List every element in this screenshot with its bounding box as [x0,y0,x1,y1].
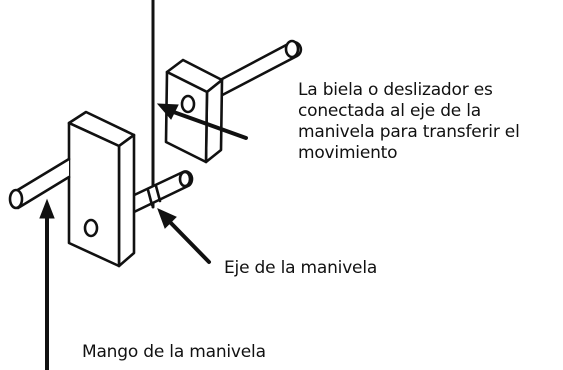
crank-axle-label: Eje de la manivela [224,258,378,278]
connecting-rod-label-line-4: movimiento [298,143,398,163]
arrow-to-connecting-rod [156,103,248,140]
crank-handle-label: Mango de la manivela [82,342,266,362]
arrow-to-crank-handle [39,198,55,370]
connecting-rod-label-line-1: La biela o deslizador es [298,80,493,100]
crank-axle [128,170,194,214]
rear-crank-plate [164,58,224,164]
crank-handle [8,157,71,210]
connecting-rod-label-line-3: manivela para transferir el [298,122,520,142]
rear-axle [205,39,303,105]
arrow-to-crank-axle [157,208,211,264]
front-crank-plate [67,110,136,268]
connecting-rod-label-line-2: conectada al eje de la [298,101,482,121]
connecting-rod-label: La biela o deslizador es conectada al ej… [298,80,520,164]
